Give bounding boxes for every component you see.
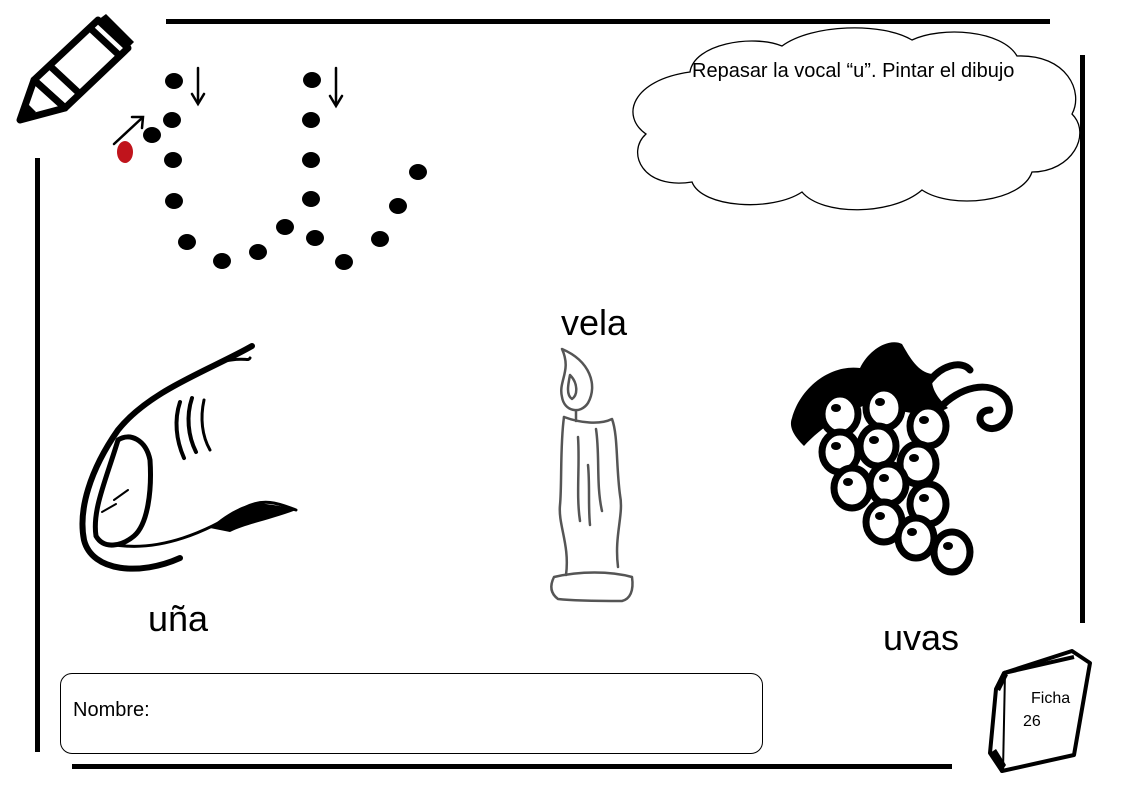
grapes-drawing: [790, 342, 1013, 576]
bottom-border: [72, 764, 952, 769]
book-icon: [988, 649, 1092, 773]
right-border: [1080, 55, 1085, 623]
instruction-text: Repasar la vocal “u”. Pintar el dibujo: [692, 60, 1015, 82]
pencil-icon: [16, 14, 134, 124]
dotted-letter-u: [112, 66, 427, 270]
start-dot: [117, 141, 133, 163]
ficha-number: 26: [1023, 713, 1041, 730]
nail-drawing: [79, 343, 298, 572]
name-field-box[interactable]: Nombre:: [60, 673, 763, 754]
left-border: [35, 158, 40, 752]
top-border: [166, 19, 1050, 24]
word-uvas: uvas: [883, 617, 960, 658]
cloud-bubble: [632, 27, 1081, 211]
candle-drawing: [550, 347, 634, 603]
ficha-label: Ficha: [1031, 690, 1071, 707]
name-label: Nombre:: [73, 699, 150, 721]
word-vela: vela: [561, 302, 628, 343]
word-una: uña: [148, 598, 209, 639]
